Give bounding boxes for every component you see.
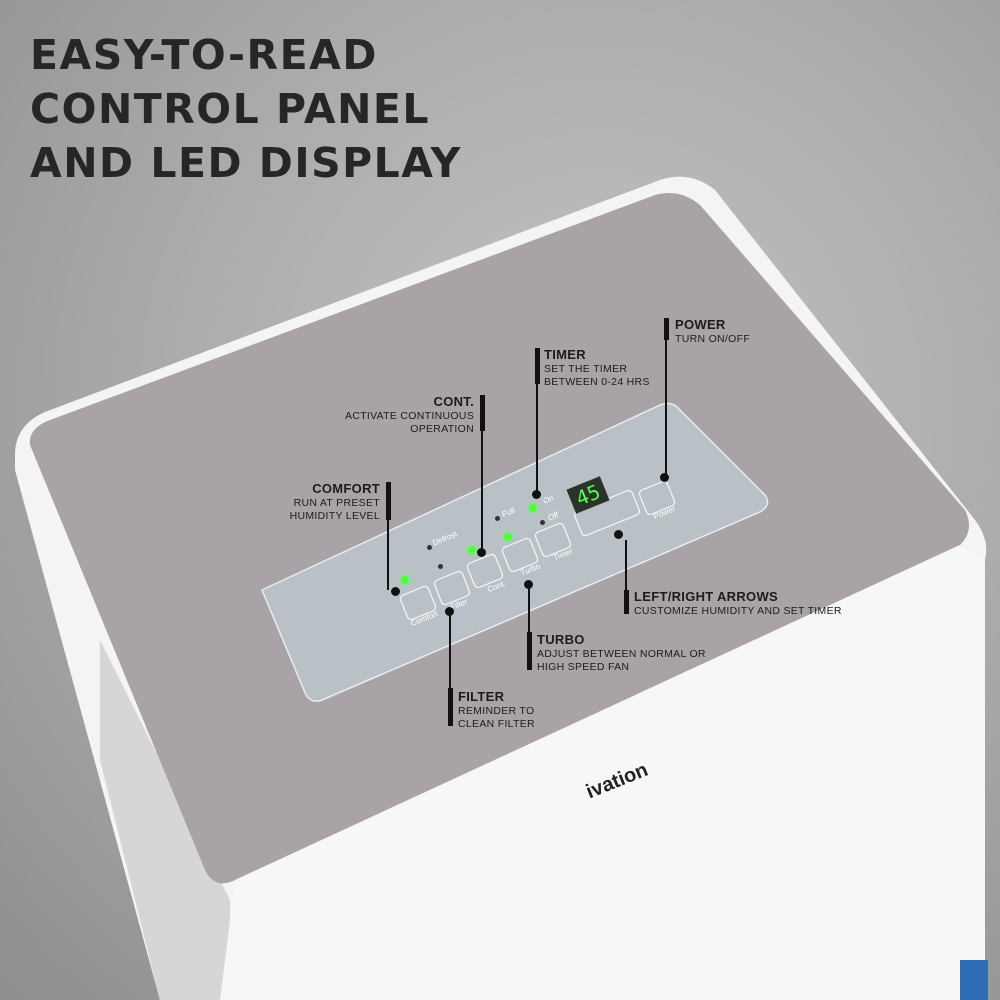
comfort-indicator-light [401, 576, 409, 584]
defrost-indicator [427, 545, 432, 550]
filter-indicator [438, 564, 443, 569]
headline-line-1: EASY-TO-READ [30, 31, 378, 79]
timer-on-indicator-light [529, 504, 537, 512]
callout-timer: TIMER SET THE TIMER BETWEEN 0-24 HRS [544, 347, 650, 388]
callout-comfort: COMFORT RUN AT PRESET HUMIDITY LEVEL [289, 481, 380, 522]
callout-filter: FILTER REMINDER TO CLEAN FILTER [458, 689, 535, 730]
control-panel [261, 402, 769, 702]
callout-power: POWER TURN ON/OFF [675, 317, 751, 345]
headline-line-2: CONTROL PANEL [30, 85, 431, 133]
callout-cont: CONT. ACTIVATE CONTINUOUS OPERATION [345, 394, 474, 435]
full-indicator [495, 516, 500, 521]
headline-line-3: AND LED DISPLAY [30, 139, 462, 187]
callout-turbo: TURBO ADJUST BETWEEN NORMAL OR HIGH SPEE… [537, 632, 706, 673]
turbo-indicator-light [504, 533, 512, 541]
callout-left-right-arrows: LEFT/RIGHT ARROWS CUSTOMIZE HUMIDITY AND… [634, 589, 842, 617]
headline: EASY-TO-READ CONTROL PANEL AND LED DISPL… [30, 28, 462, 190]
cont-indicator-light [468, 546, 476, 554]
timer-off-indicator [540, 520, 545, 525]
